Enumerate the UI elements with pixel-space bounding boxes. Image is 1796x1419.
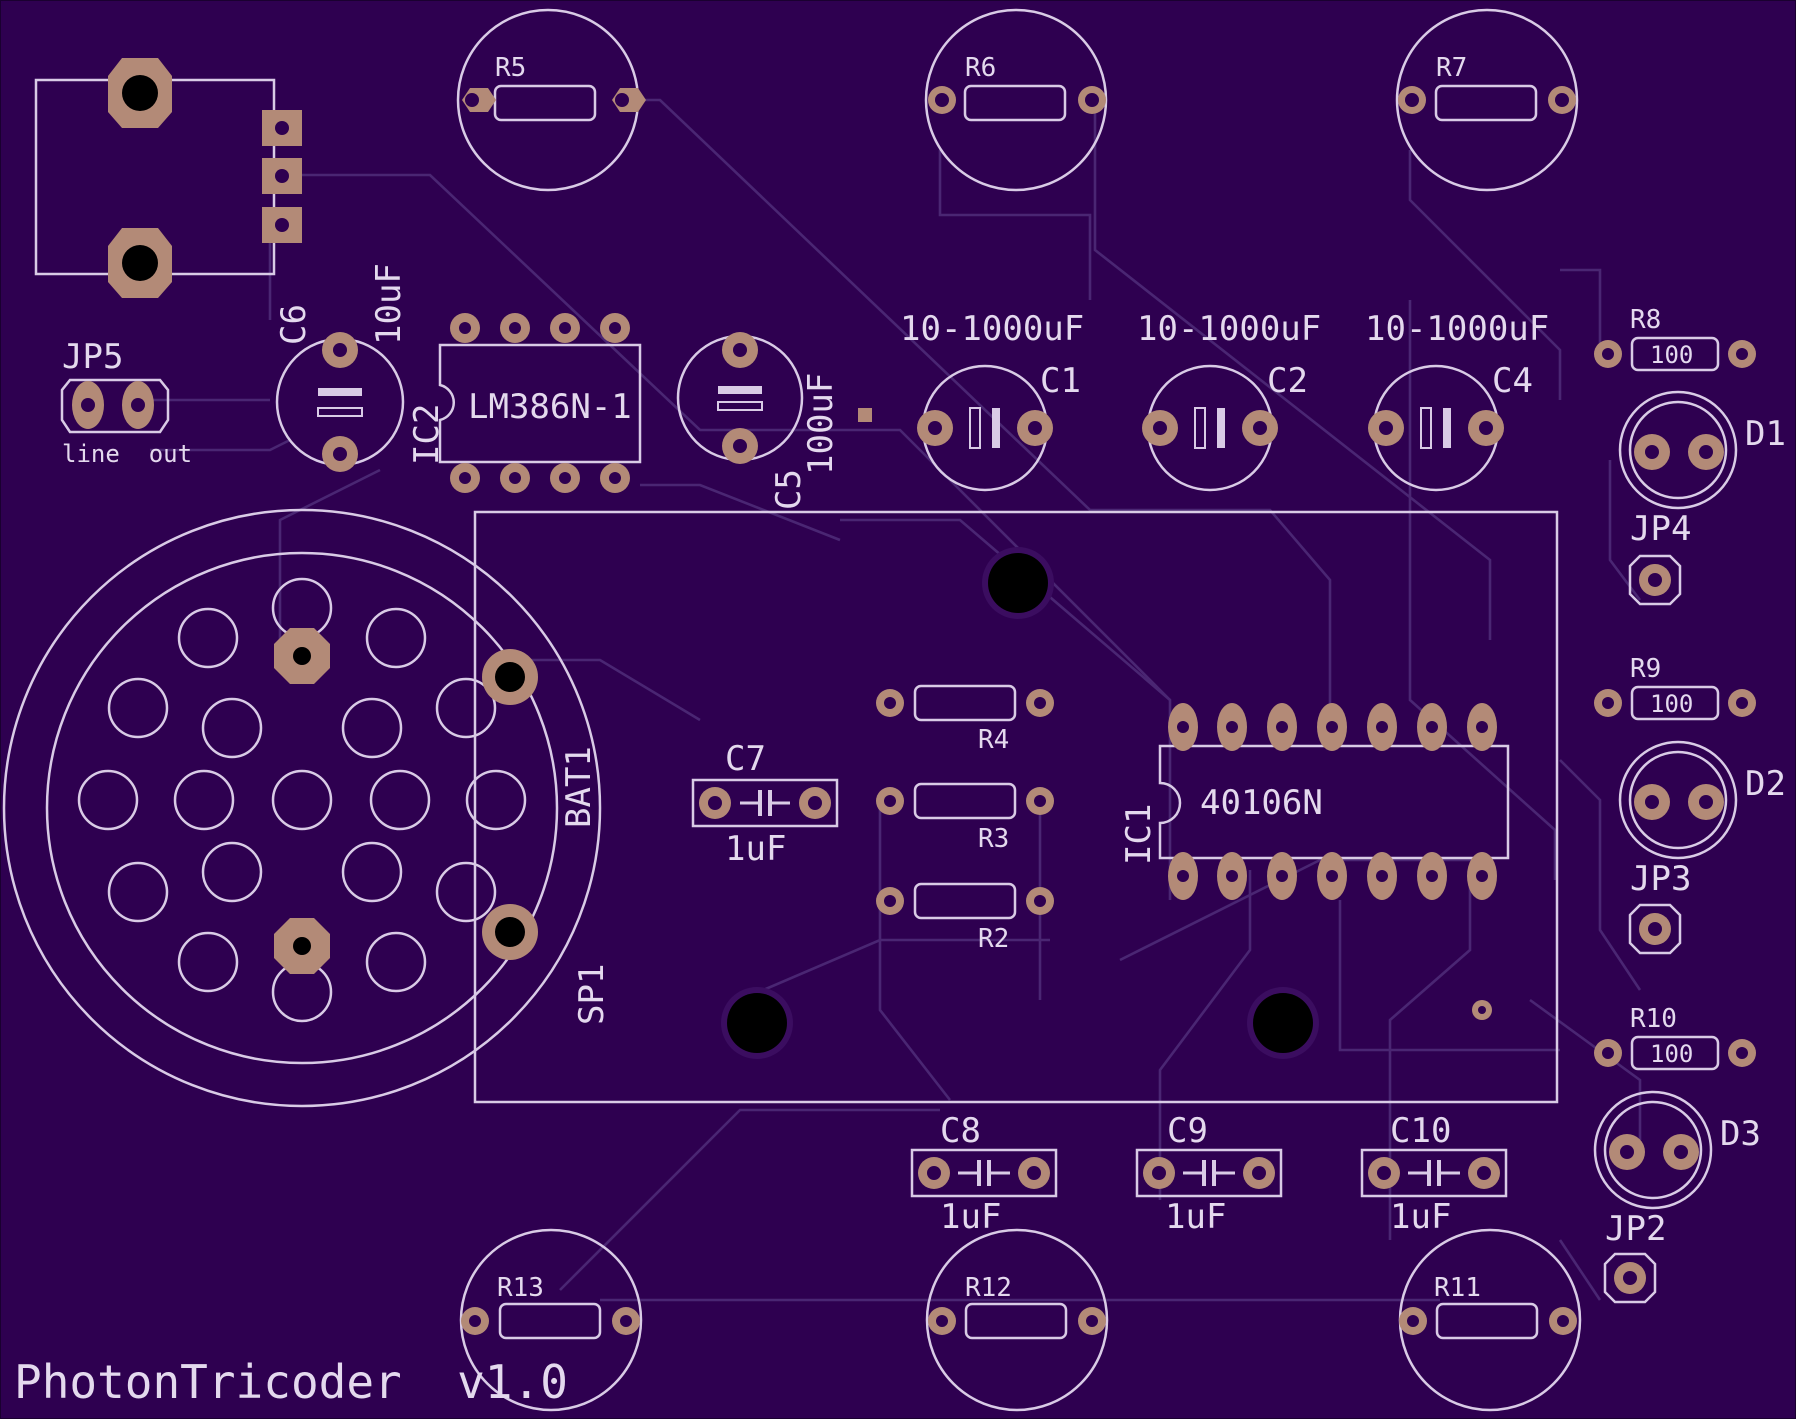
speaker-sp1: SP1 [2,508,612,1108]
c1-value: 10-1000uF [900,309,1084,349]
c4-label: C4 [1492,361,1533,401]
d3-label: D3 [1720,1114,1761,1154]
capacitor-c8: C8 1uF [910,1111,1058,1237]
ic1-40106n: 40106N IC1 [1119,703,1510,1020]
ic1-pins-bottom [1168,852,1497,900]
jumper-jp2: JP2 [1603,1209,1666,1304]
r2-label: R2 [978,924,1009,954]
c7-label: C7 [725,739,766,779]
led-d3: D3 [1593,1090,1761,1210]
jp3-label: JP3 [1630,859,1691,899]
led-d2: D2 [1618,740,1786,860]
ic2-label: IC2 [407,404,447,465]
jp5-line-out-header: JP5 line out [60,337,192,468]
board-title: PhotonTricoder v1.0 [14,1355,568,1409]
r10-value: 100 [1650,1040,1693,1068]
r3-label: R3 [978,824,1009,854]
audio-jack [34,58,302,298]
r13-label: R13 [497,1273,544,1303]
c5-value: 100uF [801,373,841,475]
c9-label: C9 [1167,1111,1208,1151]
speaker-grille-holes [77,577,527,1023]
r6-label: R6 [965,53,996,83]
jp4-label: JP4 [1630,509,1691,549]
r10-label: R10 [1630,1004,1677,1034]
resistor-r12: R12 [925,1228,1109,1412]
resistor-r13: R13 [459,1228,643,1412]
c7-value: 1uF [725,829,786,869]
c8-value: 1uF [940,1197,1001,1237]
r7-label: R7 [1436,53,1467,83]
ic2-pins-top [450,313,630,343]
c6-label: C6 [274,304,314,345]
resistor-r7: R7 [1395,8,1579,192]
jp2-label: JP2 [1605,1209,1666,1249]
capacitor-c4: 10-1000uF C4 [1365,309,1549,492]
c6-value: 10uF [369,263,409,345]
led-d1: D1 [1618,390,1786,510]
capacitor-c5: 100uF C5 [676,332,872,510]
capacitor-c7: C7 1uF [691,739,839,869]
r8-value: 100 [1650,341,1693,369]
resistor-r6: R6 [924,8,1108,192]
r5-label: R5 [495,53,526,83]
d2-label: D2 [1745,764,1786,804]
r8-label: R8 [1630,305,1661,335]
resistor-r3: R3 [876,782,1054,854]
resistor-r5: R5 [456,8,646,192]
ic2-pins-bottom [450,463,630,493]
c10-label: C10 [1390,1111,1451,1151]
c9-value: 1uF [1165,1197,1226,1237]
c8-label: C8 [940,1111,981,1151]
ic1-part: 40106N [1200,783,1323,823]
c4-value: 10-1000uF [1365,309,1549,349]
jp5-label: JP5 [62,337,123,377]
c5-label: C5 [769,469,809,510]
resistor-r9: R9 100 [1594,654,1756,721]
resistor-r8: R8 100 [1594,305,1756,372]
capacitor-c1: 10-1000uF C1 [900,309,1084,492]
sp1-label: SP1 [572,964,612,1025]
resistor-r4: R4 [876,684,1054,755]
resistor-r10: R10 100 [1594,1004,1756,1071]
c2-label: C2 [1267,361,1308,401]
c2-value: 10-1000uF [1137,309,1321,349]
ic1-pins-top [1168,703,1497,751]
bat1-label: BAT1 [559,746,599,828]
c10-value: 1uF [1390,1197,1451,1237]
r11-label: R11 [1434,1273,1481,1303]
capacitor-c6: C6 10uF [274,263,409,472]
resistor-r11: R11 [1398,1228,1582,1412]
r9-label: R9 [1630,654,1661,684]
capacitor-c9: C9 1uF [1135,1111,1283,1237]
ic2-lm386: LM386N-1 IC2 [407,313,642,493]
ic2-part: LM386N-1 [468,387,632,427]
battery-holder-bat1: BAT1 [473,510,1559,1104]
capacitor-c2: 10-1000uF C2 [1137,309,1321,492]
line-out-label: line out [62,440,192,468]
c1-label: C1 [1040,361,1081,401]
r12-label: R12 [965,1273,1012,1303]
resistor-r2: R2 [876,882,1054,954]
capacitor-c10: C10 1uF [1360,1111,1508,1237]
d1-label: D1 [1745,414,1786,454]
ic1-label: IC1 [1119,804,1159,865]
r4-label: R4 [978,725,1009,755]
jumper-jp4: JP4 [1628,509,1691,606]
r9-value: 100 [1650,690,1693,718]
jumper-jp3: JP3 [1628,859,1691,955]
